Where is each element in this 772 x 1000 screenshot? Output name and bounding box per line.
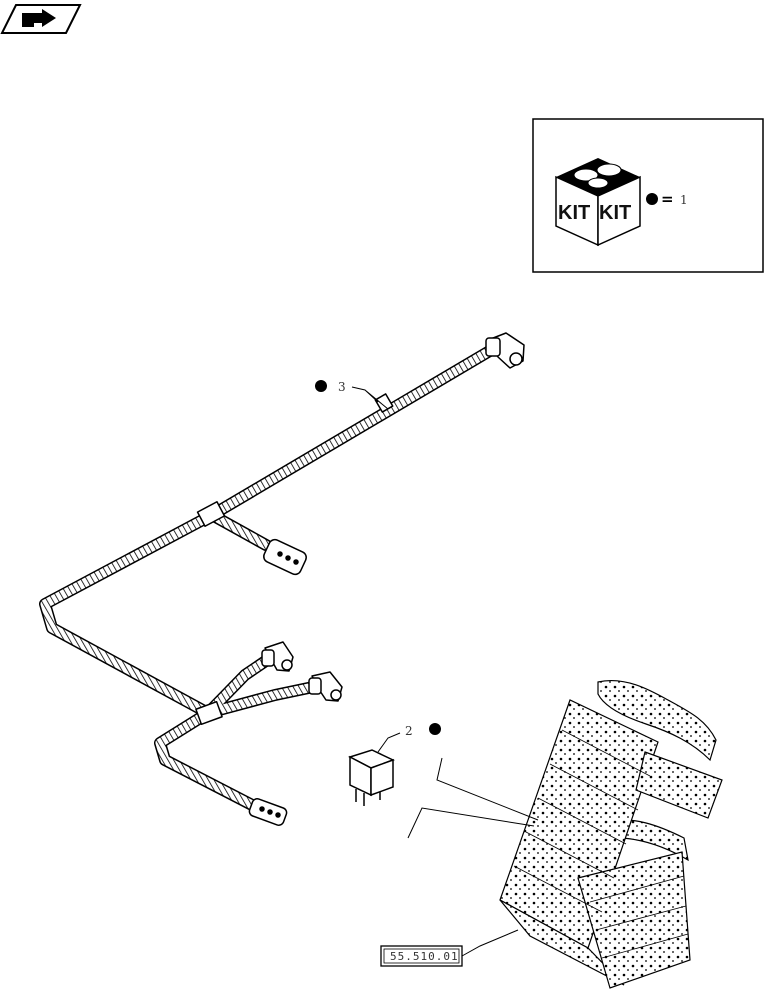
fuse-relay-block xyxy=(499,680,723,989)
kit-panel: KIT KIT = 1 xyxy=(532,118,764,273)
harness-bullet xyxy=(315,380,327,392)
reference-box[interactable]: 55.510.01 xyxy=(380,929,519,967)
kit-label-left: KIT xyxy=(558,202,590,224)
relay-bullet xyxy=(429,723,441,735)
relay-item-number: 2 xyxy=(405,724,413,738)
nav-arrow-icon[interactable] xyxy=(0,4,82,34)
wiring-harness xyxy=(39,332,525,826)
harness-item-number: 3 xyxy=(338,380,346,394)
kit-label-right: KIT xyxy=(599,202,631,224)
callout-relay: 2 xyxy=(377,723,441,753)
reference-code: 55.510.01 xyxy=(390,950,459,963)
relay-part xyxy=(348,749,395,806)
kit-bullet xyxy=(646,193,658,205)
kit-equals: = xyxy=(661,190,674,208)
relay-leader-lines xyxy=(407,757,539,839)
kit-box-icon: KIT KIT xyxy=(555,158,641,247)
callout-harness: 3 xyxy=(315,380,389,410)
kit-item-number: 1 xyxy=(680,193,688,207)
